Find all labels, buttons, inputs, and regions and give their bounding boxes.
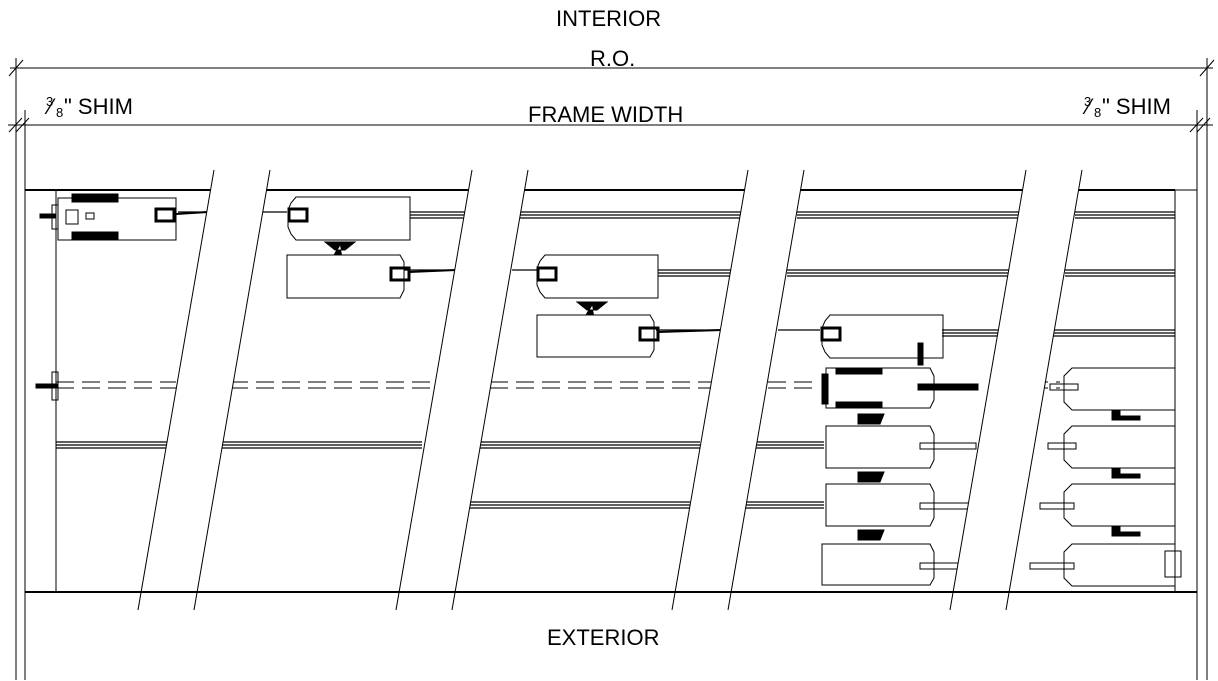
- shim-right-denominator: 8: [1094, 105, 1102, 120]
- interlock-7: [1111, 467, 1141, 479]
- interlock-5: [857, 529, 885, 541]
- shim-left-text: " SHIM: [64, 94, 133, 119]
- panel-profile-3: [536, 254, 659, 299]
- shim-left-numerator: 3: [46, 94, 54, 109]
- shim-left-fraction: 3 ⁄ 8: [46, 94, 64, 120]
- track-row-3: [656, 329, 1175, 337]
- shim-right-fraction: 3 ⁄ 8: [1084, 94, 1102, 120]
- interior-label: INTERIOR: [556, 6, 662, 31]
- panel-profile-7: [825, 425, 935, 469]
- panel-profile-12: [1063, 483, 1176, 527]
- shim-right-numerator: 3: [1084, 94, 1092, 109]
- track-row-2: [404, 269, 1175, 277]
- panel-profile-6: [825, 367, 935, 409]
- shim-right-label: 3 ⁄ 8 " SHIM: [1084, 94, 1171, 120]
- panel-profile-11: [1063, 425, 1176, 469]
- panel-profile-4: [536, 314, 655, 358]
- left-jamb-hardware: [35, 193, 209, 401]
- rough-opening-label: R.O.: [590, 46, 636, 71]
- interlock-4: [857, 471, 885, 483]
- track-row-5: [470, 501, 824, 509]
- track-row-1: [178, 211, 1175, 219]
- track-lines: [25, 189, 1175, 509]
- break-bands: [137, 169, 1083, 611]
- panel-profile-9: [821, 543, 935, 586]
- panel-profile-13: [1063, 543, 1176, 587]
- shim-left-denominator: 8: [56, 105, 64, 120]
- interlock-3: [857, 413, 885, 425]
- panel-profile-5: [821, 314, 944, 359]
- shim-left-label: 3 ⁄ 8 " SHIM: [46, 94, 133, 120]
- interlock-1: [323, 241, 357, 256]
- rough-opening-dimension: [8, 58, 1215, 680]
- panel-profile-8: [825, 483, 935, 527]
- track-row-4: [56, 441, 824, 449]
- interlock-2: [575, 301, 609, 316]
- shim-right-text: " SHIM: [1102, 94, 1171, 119]
- panel-profile-2: [286, 254, 405, 299]
- frame-width-dimension: [8, 110, 1213, 680]
- panel-profile-1: [287, 196, 411, 241]
- exterior-label: EXTERIOR: [547, 625, 660, 650]
- interlock-6: [1111, 409, 1141, 421]
- interlock-8: [1111, 525, 1141, 537]
- frame-width-label: FRAME WIDTH: [528, 102, 684, 127]
- dashed-centerline: [56, 381, 1060, 389]
- panel-profile-10: [1063, 367, 1176, 411]
- door-panels: [286, 196, 1182, 587]
